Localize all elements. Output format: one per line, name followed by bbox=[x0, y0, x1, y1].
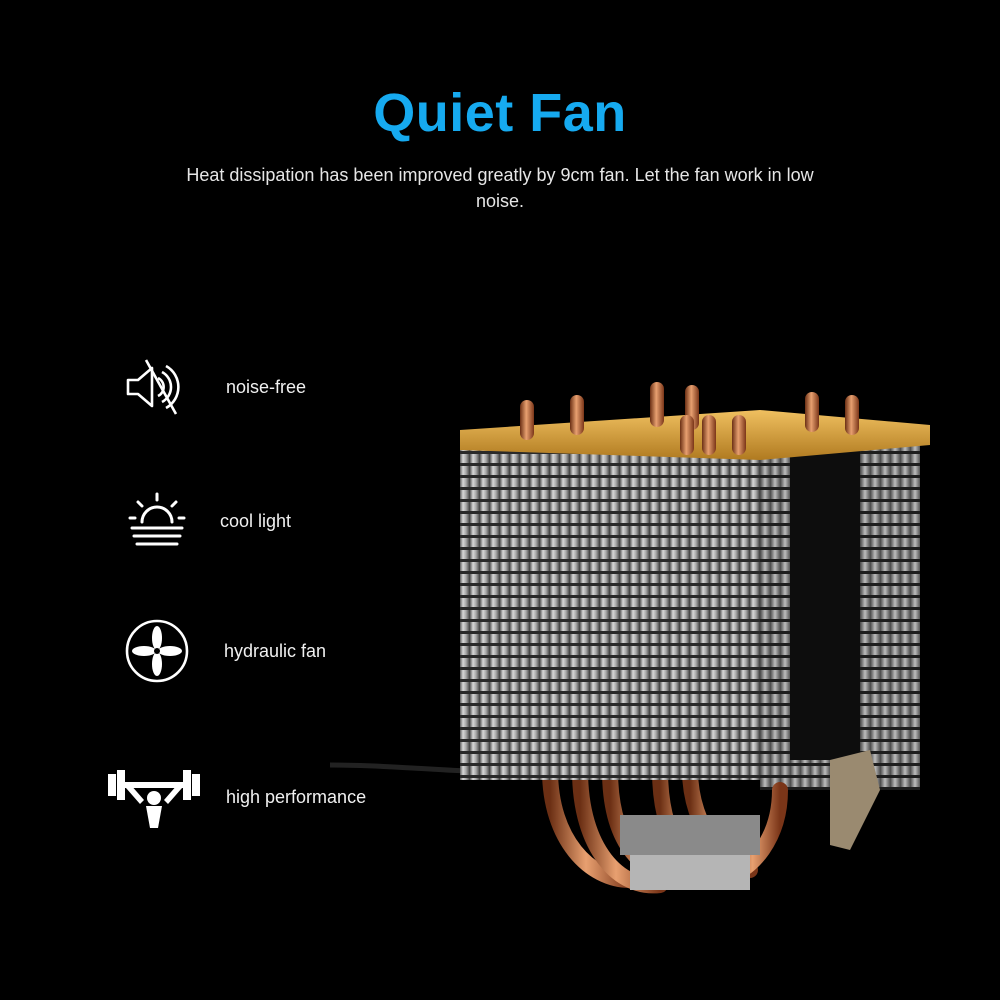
cool-light-icon bbox=[122, 486, 192, 556]
feature-label: hydraulic fan bbox=[224, 640, 327, 661]
feature-label: high performance bbox=[226, 786, 367, 807]
cpu-cooler-image bbox=[329, 370, 950, 950]
noise-free-icon bbox=[118, 352, 188, 422]
page-title: Quiet Fan bbox=[373, 83, 627, 143]
fan-icon bbox=[122, 616, 192, 686]
feature-label: cool light bbox=[220, 510, 292, 531]
page-subtitle: Heat dissipation has been improved great… bbox=[186, 165, 814, 211]
feature-cool-light: cool light bbox=[122, 486, 291, 556]
feature-hydraulic-fan: hydraulic fan bbox=[122, 616, 326, 686]
weightlifting-icon bbox=[104, 762, 204, 832]
feature-high-performance: high performance bbox=[104, 762, 366, 832]
feature-noise-free: noise-free bbox=[118, 352, 306, 422]
feature-label: noise-free bbox=[226, 376, 307, 397]
